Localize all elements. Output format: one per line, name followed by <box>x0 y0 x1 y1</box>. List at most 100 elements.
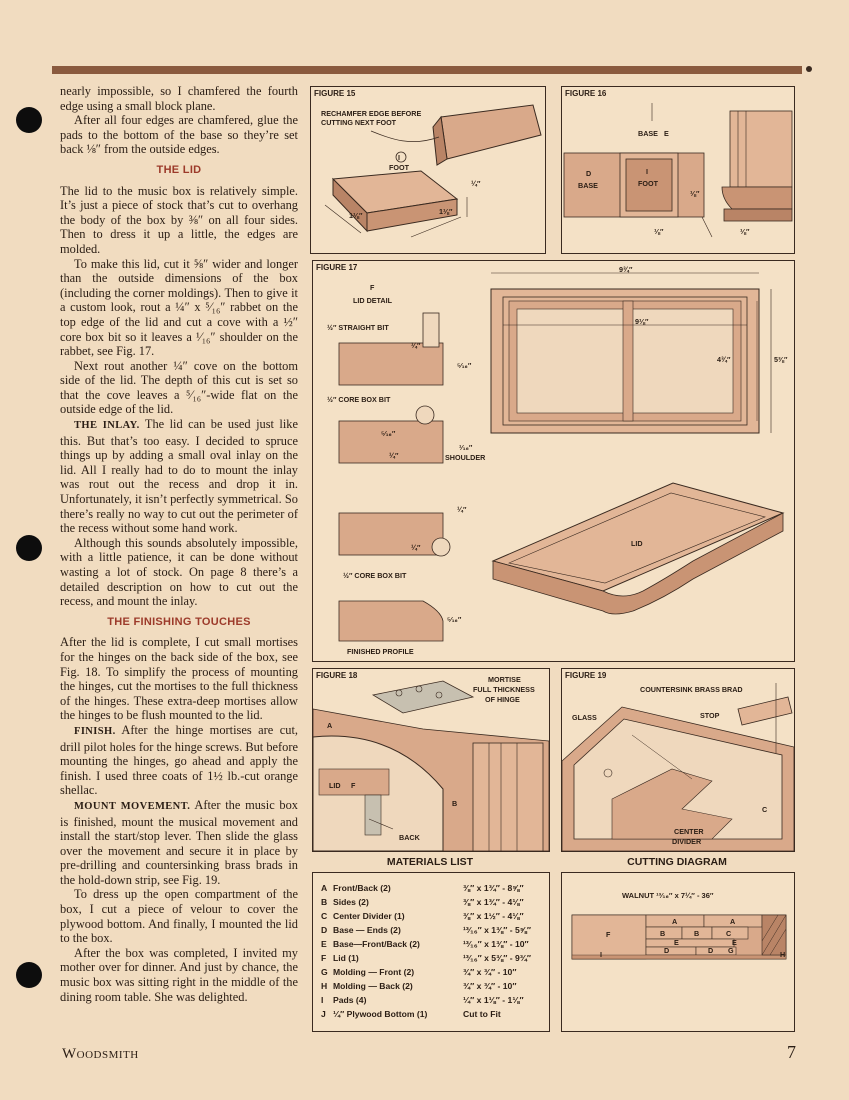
paragraph-finish: FINISH. After the hinge mortises are cut… <box>60 723 298 798</box>
part-name: FOOT <box>389 163 409 172</box>
row-name: Base — Ends (2) <box>333 925 401 935</box>
piece-label: D <box>708 946 714 955</box>
paragraph-body: After the music box is finished, mount t… <box>60 797 298 887</box>
row-letter: G <box>321 967 328 977</box>
piece-label: A <box>730 917 736 926</box>
paragraph: The lid to the music box is relatively s… <box>60 183 298 256</box>
dimension: ¼″ <box>411 543 421 552</box>
article-text: nearly impossible, so I chamfered the fo… <box>60 84 298 1004</box>
part-letter: E <box>664 129 669 138</box>
figure-15-drawing <box>324 104 542 238</box>
row-dimension: ¹³⁄₁₆″ x 1⅜″ - 10″ <box>463 939 529 949</box>
materials-row: D Base — Ends (2) ¹³⁄₁₆″ x 1⅜″ - 5⅝″ <box>321 925 543 938</box>
callout: ½″ CORE BOX BIT <box>343 571 407 580</box>
row-name: Front/Back (2) <box>333 883 391 893</box>
row-letter: B <box>321 897 328 907</box>
piece-label: D <box>664 946 670 955</box>
magazine-brand: Woodsmith <box>62 1046 139 1062</box>
dimension: 4¾″ <box>717 355 731 364</box>
row-letter: I <box>321 995 324 1005</box>
callout: RECHAMFER EDGE BEFORE <box>321 109 422 118</box>
dimension: 9⅛″ <box>635 317 649 326</box>
dimension: ⁵⁄₁₆″ <box>457 361 472 370</box>
row-dimension: ¾″ x ¾″ - 10″ <box>463 967 517 977</box>
callout: SHOULDER <box>445 453 486 462</box>
piece-label: B <box>660 929 666 938</box>
figure-label: FIGURE 17 <box>316 263 358 272</box>
row-letter: J <box>321 1009 326 1019</box>
base-label: BASE <box>638 129 658 138</box>
row-dimension: ⅜″ x 1¾″ - 4⅛″ <box>463 897 524 907</box>
dimension: ¼″ <box>471 179 481 188</box>
paragraph: After the box was completed, I invited m… <box>60 945 298 1004</box>
cutting-diagram-board <box>571 914 787 960</box>
dimension: ¹⁄₁₆″ <box>459 443 473 452</box>
callout: OF HINGE <box>485 695 520 704</box>
row-dimension: ¹³⁄₁₆″ x 1⅜″ - 5⅝″ <box>463 925 532 935</box>
binder-hole <box>16 107 42 133</box>
binder-hole <box>16 962 42 988</box>
dimension: 5⅜″ <box>774 355 788 364</box>
figure-label: FIGURE 16 <box>565 89 607 98</box>
row-letter: C <box>321 911 328 921</box>
callout: DIVIDER <box>672 837 702 846</box>
row-name: Center Divider (1) <box>333 911 405 921</box>
callout: GLASS <box>572 713 597 722</box>
row-dimension: ⅜″ x 1¾″ - 8⅝″ <box>463 883 524 893</box>
part-letter: D <box>586 169 592 178</box>
row-letter: A <box>321 883 328 893</box>
piece-label: F <box>606 930 611 939</box>
section-heading-lid: THE LID <box>156 163 202 176</box>
piece-label: E <box>732 938 737 947</box>
callout: FULL THICKNESS <box>473 685 535 694</box>
figure-label: FIGURE 19 <box>565 671 607 680</box>
figure-18: FIGURE 18 MORTISE FULL THICKNESS OF HING… <box>312 668 550 852</box>
section-heading-finishing: THE FINISHING TOUCHES <box>107 615 251 628</box>
callout: ½″ CORE BOX BIT <box>327 395 391 404</box>
dimension: ⅛″ <box>740 227 750 236</box>
figure-19: FIGURE 19 COUNTERSINK BRASS BRAD GLASS S… <box>561 668 795 852</box>
row-letter: D <box>321 925 328 935</box>
run-in-head: FINISH. <box>74 725 116 737</box>
dimension: ⅛″ <box>654 227 664 236</box>
row-dimension: ¾″ x ¾″ - 10″ <box>463 981 517 991</box>
dimension: 1⅛″ <box>349 211 363 220</box>
figure-19-drawing <box>562 683 794 851</box>
callout: COUNTERSINK BRASS BRAD <box>640 685 743 694</box>
figure-label: FIGURE 15 <box>314 89 356 98</box>
materials-row: A Front/Back (2) ⅜″ x 1¾″ - 8⅝″ <box>321 883 543 896</box>
callout: MORTISE <box>488 675 521 684</box>
paragraph: To make this lid, cut it ⅝″ wider and lo… <box>60 256 298 359</box>
part-name: FOOT <box>638 179 658 188</box>
dimension: ¼″ <box>411 341 421 350</box>
paragraph: nearly impossible, so I chamfered the fo… <box>60 84 298 113</box>
stock-label: WALNUT ¹³⁄₁₆″ x 7¼″ - 36″ <box>622 891 714 900</box>
figure-15: FIGURE 15 RECHAMFER EDGE BEFORE CUTTING … <box>310 86 546 254</box>
paragraph: To dress up the open compartment of the … <box>60 887 298 946</box>
paragraph-body: After the hinge mortises are cut, drill … <box>60 722 298 798</box>
cutting-diagram: WALNUT ¹³⁄₁₆″ x 7¼″ - 36″ F A A B B C E … <box>561 872 795 1032</box>
figure-label: FIGURE 18 <box>316 671 358 680</box>
piece-label: C <box>726 929 732 938</box>
paragraph: After the lid is complete, I cut small m… <box>60 635 298 723</box>
figure-17: FIGURE 17 F LID DETAIL ½″ STRAIGHT BIT ½… <box>312 260 795 662</box>
part-letter: A <box>327 721 333 730</box>
row-dimension: ¹³⁄₁₆″ x 5⅜″ - 9¾″ <box>463 953 532 963</box>
materials-list-title: MATERIALS LIST <box>386 856 474 868</box>
paragraph: Next rout another ¼″ cove on the bottom … <box>60 358 298 417</box>
piece-label: I <box>600 950 602 959</box>
part-letter: I <box>646 167 648 176</box>
row-name: Lid (1) <box>333 953 359 963</box>
piece-label: B <box>694 929 700 938</box>
row-name: Molding — Back (2) <box>333 981 413 991</box>
base-label: BASE <box>578 181 598 190</box>
row-name: Molding — Front (2) <box>333 967 415 977</box>
page-number: 7 <box>787 1042 796 1062</box>
figure-18-drawing <box>313 680 549 851</box>
run-in-head: MOUNT MOVEMENT. <box>74 800 191 812</box>
dimension: ¼″ <box>389 451 399 460</box>
paragraph: Although this sounds absolutely impossib… <box>60 535 298 609</box>
lid-label: LID <box>631 539 643 548</box>
